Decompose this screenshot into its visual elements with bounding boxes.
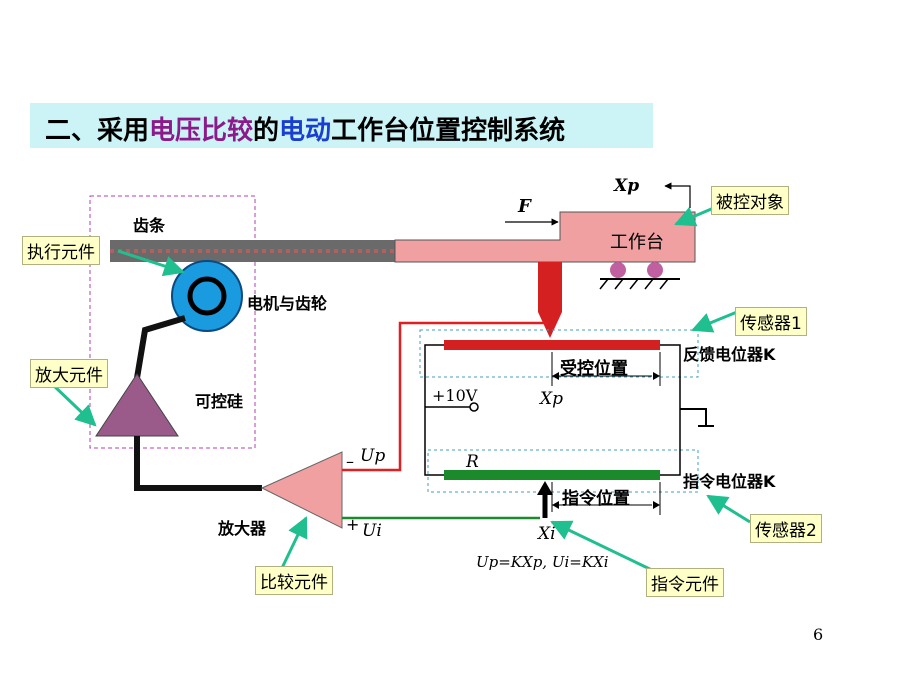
- feedback-pot-bar: [444, 340, 660, 350]
- motor-outer: [171, 260, 243, 332]
- label-xp-top: Xp: [614, 176, 640, 196]
- wiper-tip: [538, 312, 562, 338]
- label-command-pot: 指令电位器K: [683, 472, 776, 491]
- label-xi: Xi: [538, 524, 556, 544]
- page-number: 6: [813, 625, 824, 644]
- thyristor-triangle: [95, 373, 179, 437]
- arrow-actuator: [117, 249, 185, 277]
- slide-title: 二、采用电压比较的电动工作台位置控制系统: [45, 110, 565, 147]
- wiper-stem: [538, 262, 562, 312]
- circuit-left: [424, 344, 444, 476]
- label-force: F: [518, 196, 531, 217]
- callout-controlled-object: 被控对象: [711, 186, 789, 215]
- arrow-controlled-object: [674, 205, 717, 227]
- amplifier-triangle: [260, 451, 343, 529]
- sensor2-box: [427, 449, 699, 493]
- actuator-group-box: [89, 195, 256, 449]
- callout-command-element: 指令元件: [646, 568, 724, 597]
- label-feedback-pot: 反馈电位器K: [683, 345, 776, 364]
- ground-hatch: [599, 278, 669, 290]
- callout-sensor2: 传感器2: [750, 514, 822, 543]
- arrow-comparator: [280, 516, 308, 569]
- wheel-left: [610, 262, 626, 278]
- callout-amplifier-element: 放大元件: [30, 359, 108, 388]
- title-highlight-voltage-compare: 电压比较: [149, 116, 254, 146]
- label-xp-mid: Xp: [540, 389, 563, 409]
- circuit-10v-terminal: [469, 402, 479, 412]
- label-ui-plus: +: [346, 515, 360, 534]
- label-amplifier: 放大器: [218, 519, 267, 538]
- label-motor-and-gear: 电机与齿轮: [247, 294, 328, 313]
- circuit-ground: [680, 408, 714, 427]
- thyristor-amp-wire: [134, 436, 262, 491]
- label-up: Up: [360, 446, 386, 466]
- title-suffix: 工作台位置控制系统: [331, 116, 566, 146]
- label-thyristor: 可控硅: [195, 392, 244, 411]
- label-rack: 齿条: [133, 216, 166, 235]
- label-worktable: 工作台: [610, 232, 664, 253]
- wheel-right: [647, 262, 663, 278]
- title-prefix: 二、采用: [45, 116, 150, 146]
- feedback-wire: [342, 321, 548, 472]
- title-band: [30, 103, 653, 148]
- label-ui: Ui: [362, 521, 382, 541]
- label-voltage-source: +10V: [432, 386, 478, 405]
- label-up-minus: –: [346, 452, 354, 471]
- arrow-sensor2: [706, 494, 751, 524]
- callout-actuator: 执行元件: [22, 236, 100, 265]
- arrow-sensor1: [691, 310, 738, 333]
- callout-sensor1: 传感器1: [735, 307, 807, 336]
- motor-wire: [134, 315, 186, 379]
- title-highlight-electric: 电动: [279, 116, 332, 146]
- command-pot-bar: [444, 470, 660, 480]
- label-resistance: R: [466, 452, 479, 472]
- sensor1-box: [419, 329, 699, 378]
- command-wiper-tip: [537, 481, 553, 495]
- xp-top-arrow: [664, 182, 691, 208]
- arrow-command-element: [550, 520, 657, 574]
- label-equation: Up=KXp, Ui=KXi: [476, 553, 609, 571]
- circuit-right: [660, 344, 681, 476]
- label-command-position: 指令位置: [562, 489, 630, 509]
- label-controlled-position: 受控位置: [560, 359, 628, 379]
- arrow-amplifier-element: [50, 382, 97, 427]
- motor-ring: [187, 276, 227, 316]
- title-middle: 的: [253, 116, 280, 146]
- callout-comparator: 比较元件: [255, 566, 333, 595]
